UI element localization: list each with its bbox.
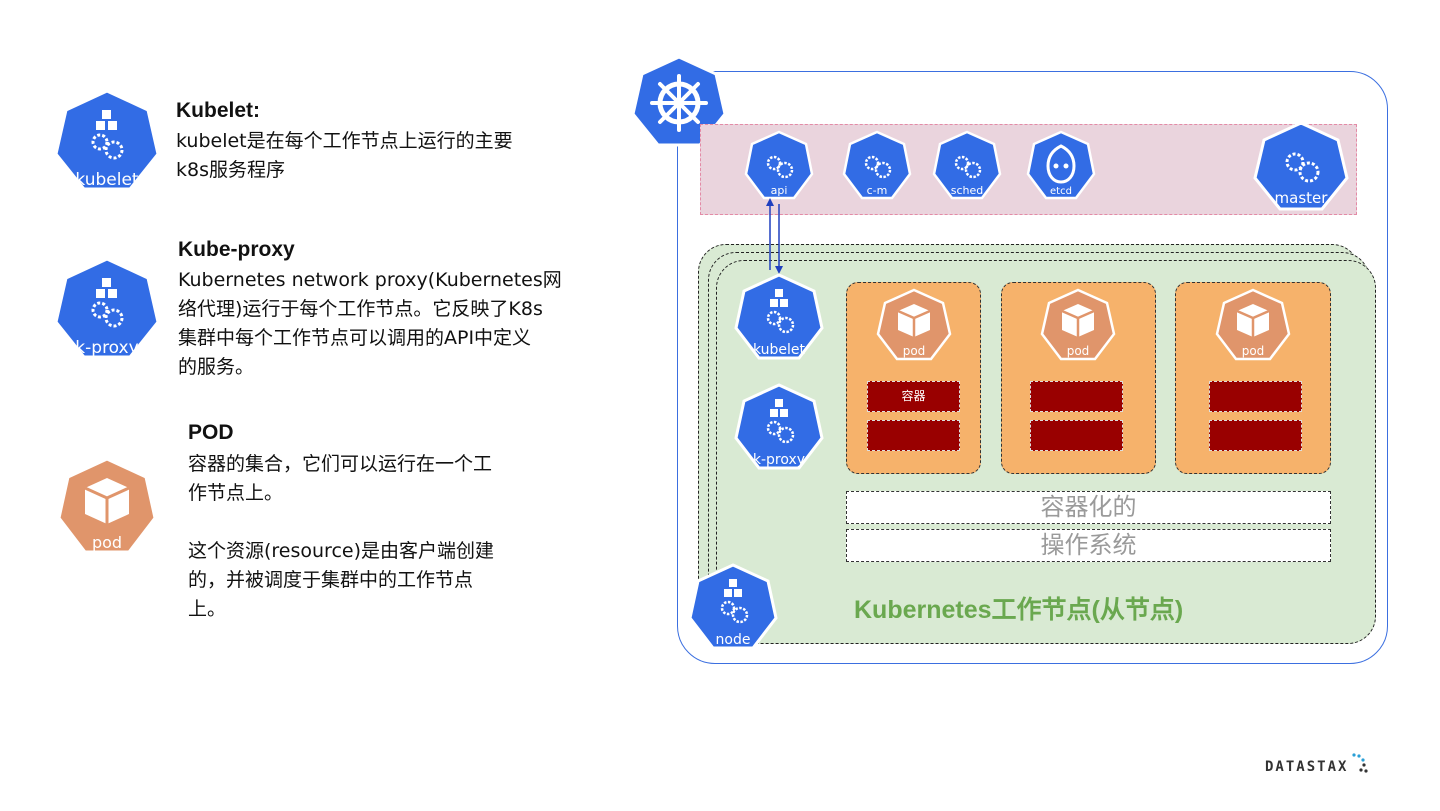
pod-desc-line: 上。	[188, 598, 227, 620]
pod-desc-line: 容器的集合，它们可以运行在一个工	[188, 453, 493, 475]
kproxy-desc-line: Kubernetes network proxy(Kubernetes网	[178, 269, 562, 291]
master-icon-label: master	[1275, 189, 1329, 207]
container-label-bar: 容器	[867, 381, 960, 412]
scheduler-icon: sched	[932, 130, 1002, 200]
pod-icon-label: pod	[903, 344, 926, 358]
datastax-logo-text: DATASTAX	[1265, 759, 1349, 775]
worker-node-title: Kubernetes工作节点(从节点)	[854, 596, 1184, 624]
cm-icon-label: c-m	[867, 184, 888, 197]
kubelet-icon: kubelet	[734, 273, 824, 360]
pod-icon-label: pod	[1067, 344, 1090, 358]
kubelet-desc-line: k8s服务程序	[176, 159, 285, 181]
pod-desc-line: 作节点上。	[188, 482, 284, 504]
pod-desc-line: 的，并被调度于集群中的工作节点	[188, 569, 474, 591]
pod-icon-label: pod	[1242, 344, 1265, 358]
kubernetes-helm-icon	[631, 55, 727, 147]
pod-icon-1: pod	[876, 288, 952, 361]
controller-manager-icon: c-m	[842, 130, 912, 200]
kproxy-desc-line: 的服务。	[178, 356, 255, 378]
os-bar-bottom: 操作系统	[846, 529, 1331, 562]
kproxy-desc-line: 络代理)运行于每个工作节点。它反映了K8s	[178, 298, 543, 320]
pod-title: POD	[188, 421, 234, 444]
kproxy-desc-line: 集群中每个工作节点可以调用的API中定义	[178, 327, 532, 349]
pod-icon-2: pod	[1040, 288, 1116, 361]
kproxy-title: Kube-proxy	[178, 238, 295, 261]
master-icon: master	[1253, 121, 1349, 211]
kubelet-description: kubelet是在每个工作节点上运行的主要 k8s服务程序	[176, 127, 513, 185]
node-icon-label: node	[716, 632, 751, 648]
container-bar	[1030, 381, 1123, 412]
os-bar-top: 容器化的	[846, 491, 1331, 524]
container-bar	[1030, 420, 1123, 451]
pod-description: 容器的集合，它们可以运行在一个工 作节点上。 这个资源(resource)是由客…	[188, 450, 494, 624]
kproxy-legend-icon-label: k-proxy	[75, 338, 138, 358]
datastax-dots-icon	[1352, 753, 1368, 773]
kubelet-desc-line: kubelet是在每个工作节点上运行的主要	[176, 130, 513, 152]
node-icon: node	[688, 563, 778, 650]
kproxy-description: Kubernetes network proxy(Kubernetes网 络代理…	[178, 266, 562, 382]
kubelet-legend-icon-label: kubelet	[75, 170, 139, 190]
etcd-icon: etcd	[1026, 130, 1096, 200]
kubelet-icon-label: kubelet	[753, 342, 806, 358]
pod-legend-icon-label: pod	[92, 533, 122, 552]
datastax-logo: DATASTAX	[1265, 759, 1348, 775]
sched-icon-label: sched	[951, 184, 984, 197]
container-bar	[1209, 381, 1302, 412]
pod-desc-line: 这个资源(resource)是由客户端创建	[188, 540, 495, 562]
kubelet-title: Kubelet:	[176, 99, 260, 122]
pod-legend-icon: pod	[57, 457, 157, 554]
pod-icon-3: pod	[1215, 288, 1291, 361]
api-icon: api	[744, 130, 814, 200]
api-icon-label: api	[771, 184, 788, 197]
etcd-icon-label: etcd	[1050, 186, 1072, 197]
api-kubelet-connection	[766, 198, 783, 274]
kproxy-icon-label: k-proxy	[753, 452, 805, 468]
kproxy-legend-icon: k-proxy	[54, 257, 160, 359]
kproxy-icon: k-proxy	[734, 383, 824, 470]
container-bar	[867, 420, 960, 451]
container-bar	[1209, 420, 1302, 451]
kubelet-legend-icon: kubelet	[54, 89, 160, 191]
